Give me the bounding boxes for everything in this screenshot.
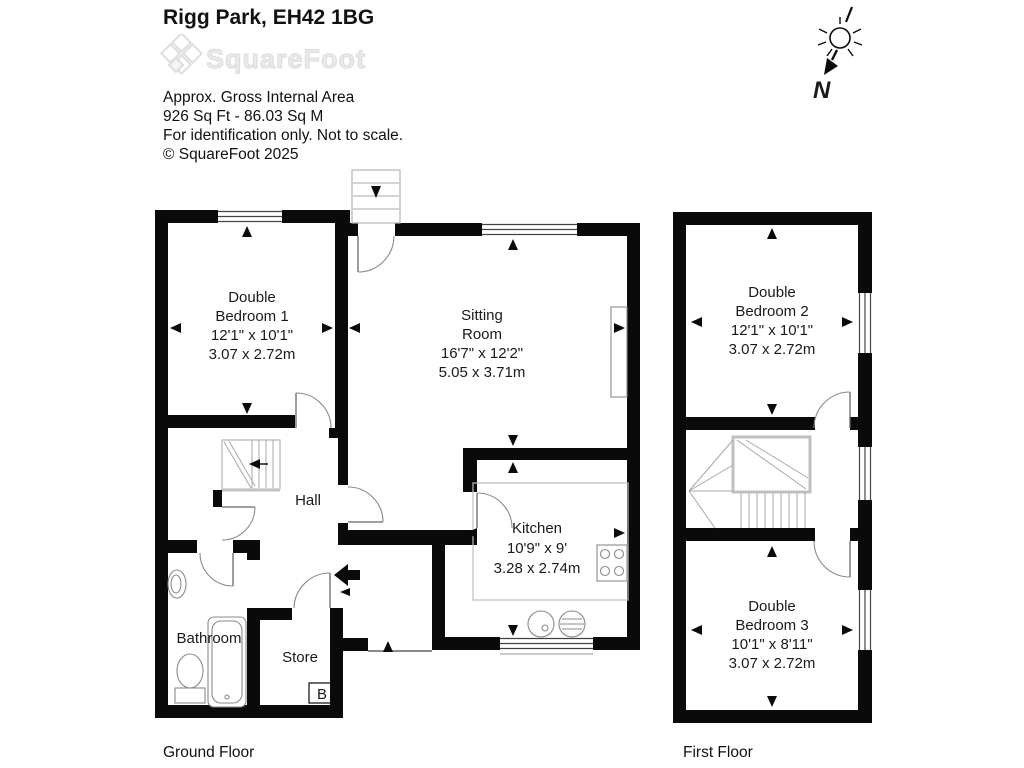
bathroom-door <box>199 552 234 587</box>
bedroom2-door <box>813 391 851 429</box>
squarefoot-logo-icon <box>159 34 204 76</box>
ground-floor-plan: Double Bedroom 1 12'1" x 10'1" 3.07 x 2.… <box>155 169 640 718</box>
bedroom1-window <box>218 210 282 223</box>
bedroom1-label-line1: Double <box>228 289 276 306</box>
stair-direction-arrow <box>249 459 260 469</box>
kitchen-drainer <box>558 610 586 638</box>
kitchen-hob <box>596 544 628 582</box>
bedroom3-dimension-arrows <box>691 546 853 707</box>
gross-internal-area-label: Approx. Gross Internal Area <box>163 89 355 106</box>
hall-staircase <box>221 439 281 492</box>
bedroom1-dims-imperial: 12'1" x 10'1" <box>211 327 293 344</box>
north-arrow-shaft <box>830 49 839 61</box>
bathroom-basin <box>167 569 187 599</box>
bedroom1-dims-metric: 3.07 x 2.72m <box>209 346 296 363</box>
compass-circle <box>829 27 851 49</box>
bedroom2-label-line1: Double <box>748 284 796 301</box>
hall-door <box>347 486 384 523</box>
small-pointer-icon <box>340 588 350 596</box>
bedroom1-door <box>295 392 332 429</box>
bedroom1-dimension-arrows <box>170 226 333 414</box>
bedroom2-label-line2: Bedroom 2 <box>735 303 808 320</box>
compass-rays <box>817 6 863 57</box>
sitting-room-dimension-arrows <box>349 239 625 446</box>
kitchen-door <box>476 492 513 529</box>
copyright-text: © SquareFoot 2025 <box>163 146 299 163</box>
bedroom3-dims-imperial: 10'1" x 8'11" <box>731 636 812 653</box>
boiler-label: B <box>317 686 327 703</box>
squarefoot-logo-text: SquareFoot <box>205 43 367 74</box>
entrance-arrow-icon <box>334 564 360 586</box>
sitting-room-dims-metric: 5.05 x 3.71m <box>439 364 526 381</box>
kitchen-dimension-arrows <box>466 462 625 636</box>
first-floor-plan: Double Bedroom 2 12'1" x 10'1" 3.07 x 2.… <box>673 212 872 723</box>
page-title: Rigg Park, EH42 1BG <box>163 6 375 29</box>
disclaimer-text: For identification only. Not to scale. <box>163 127 404 144</box>
boiler-box <box>308 682 336 704</box>
rear-dimension-arrow <box>383 641 393 652</box>
bedroom3-door <box>813 540 851 578</box>
sitting-room-dims-imperial: 16'7" x 12'2" <box>441 345 523 362</box>
compass-rose: N <box>813 6 863 104</box>
sitting-room-label-line2: Room <box>462 326 502 343</box>
bathroom-toilet <box>174 653 206 704</box>
north-arrow-head <box>824 58 838 75</box>
bathroom-bathtub <box>207 616 247 708</box>
first-floor-walls <box>673 212 872 723</box>
sitting-room-fireplace <box>610 306 628 398</box>
bedroom3-window <box>858 590 872 650</box>
bedroom2-dims-imperial: 12'1" x 10'1" <box>731 322 813 339</box>
ground-floor-walls <box>155 210 640 718</box>
kitchen-label: Kitchen <box>512 520 562 537</box>
bedroom1-label-line2: Bedroom 1 <box>215 308 288 325</box>
store-label: Store <box>282 649 318 666</box>
first-floor-caption: First Floor <box>683 744 753 761</box>
kitchen-sink <box>527 610 555 638</box>
kitchen-dims-metric: 3.28 x 2.74m <box>494 560 581 577</box>
kitchen-window <box>500 637 593 655</box>
first-floor-staircase <box>688 435 812 529</box>
squarefoot-logo: SquareFoot <box>158 34 366 84</box>
hall-label: Hall <box>295 492 321 509</box>
bedroom3-label-line1: Double <box>748 598 796 615</box>
bedroom2-window <box>858 293 872 353</box>
gross-internal-area-value: 926 Sq Ft - 86.03 Sq M <box>163 108 324 125</box>
store-door <box>293 572 331 609</box>
understairs-door <box>221 506 256 541</box>
sitting-room-label-line1: Sitting <box>461 307 503 324</box>
bathroom-label: Bathroom <box>176 630 241 647</box>
bedroom3-dims-metric: 3.07 x 2.72m <box>729 655 816 672</box>
bedroom2-dims-metric: 3.07 x 2.72m <box>729 341 816 358</box>
plan-info-block: Approx. Gross Internal Area 926 Sq Ft - … <box>163 88 403 164</box>
bedroom2-dimension-arrows <box>691 228 853 415</box>
bedroom3-label-line2: Bedroom 3 <box>735 617 808 634</box>
north-label: N <box>813 77 831 104</box>
kitchen-worktop <box>472 482 629 601</box>
sitting-room-window <box>482 223 577 236</box>
front-door <box>357 235 395 273</box>
entrance-steps <box>351 169 401 224</box>
kitchen-dims-imperial: 10'9" x 9' <box>507 540 567 557</box>
ground-floor-caption: Ground Floor <box>163 744 255 761</box>
landing-window <box>858 447 872 500</box>
